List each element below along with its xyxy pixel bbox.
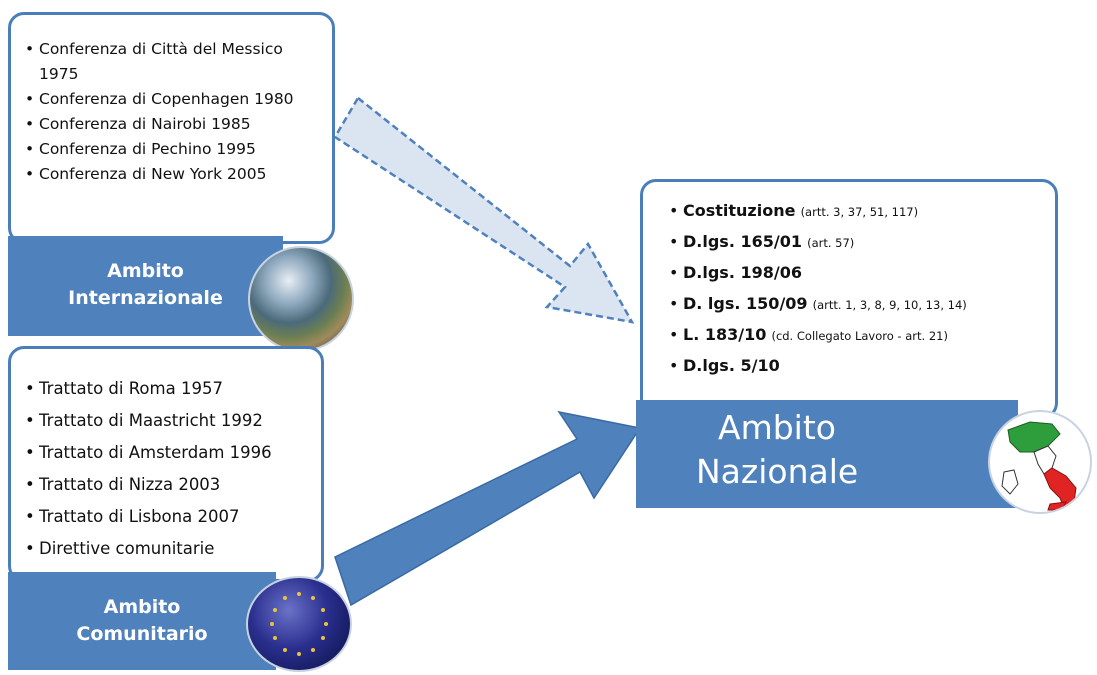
law-name: D.lgs. 5/10: [683, 356, 780, 375]
list-item: Conferenza di Città del Messico 1975: [25, 37, 326, 87]
comunitario-box: Trattato di Roma 1957 Trattato di Maastr…: [8, 346, 324, 582]
internazionale-label-line1: Ambito: [107, 260, 184, 282]
law-note: (artt. 3, 37, 51, 117): [800, 205, 919, 219]
italy-map-icon: [988, 410, 1092, 514]
europe-globe-icon: [246, 576, 352, 672]
nazionale-label: Ambito Nazionale: [636, 400, 1018, 508]
list-item: Conferenza di Nairobi 1985: [25, 112, 326, 137]
list-item: Conferenza di Copenhagen 1980: [25, 87, 326, 112]
list-item: D.lgs. 5/10: [669, 351, 1049, 382]
law-name: Costituzione: [683, 201, 796, 220]
list-item: Trattato di Roma 1957: [25, 373, 315, 405]
list-item: Trattato di Nizza 2003: [25, 469, 315, 501]
list-item: D. lgs. 150/09 (artt. 1, 3, 8, 9, 10, 13…: [669, 289, 1049, 320]
nazionale-box: Costituzione (artt. 3, 37, 51, 117) D.lg…: [640, 179, 1058, 419]
nazionale-label-line2: Nazionale: [696, 452, 859, 491]
eu-stars-icon: [270, 592, 328, 656]
law-note: (cd. Collegato Lavoro - art. 21): [771, 329, 948, 343]
list-item: Costituzione (artt. 3, 37, 51, 117): [669, 196, 1049, 227]
list-item: Trattato di Lisbona 2007: [25, 501, 315, 533]
internazionale-label: Ambito Internazionale: [8, 236, 283, 336]
list-item: Conferenza di Pechino 1995: [25, 137, 326, 162]
list-item: L. 183/10 (cd. Collegato Lavoro - art. 2…: [669, 320, 1049, 351]
internazionale-list: Conferenza di Città del Messico 1975 Con…: [11, 15, 332, 187]
list-item: Conferenza di New York 2005: [25, 162, 326, 187]
law-name: D.lgs. 165/01: [683, 232, 802, 251]
nazionale-label-line1: Ambito: [718, 408, 836, 447]
list-item: D.lgs. 198/06: [669, 258, 1049, 289]
law-name: D. lgs. 150/09: [683, 294, 808, 313]
law-name: D.lgs. 198/06: [683, 263, 802, 282]
italy-regions-icon: [1001, 421, 1077, 511]
list-item: Direttive comunitarie: [25, 533, 315, 565]
list-item: D.lgs. 165/01 (art. 57): [669, 227, 1049, 258]
list-item: Trattato di Maastricht 1992: [25, 405, 315, 437]
comunitario-label: Ambito Comunitario: [8, 572, 276, 670]
law-note: (art. 57): [807, 236, 855, 250]
earth-globe-icon: [248, 246, 354, 352]
comunitario-list: Trattato di Roma 1957 Trattato di Maastr…: [11, 349, 321, 565]
list-item: Trattato di Amsterdam 1996: [25, 437, 315, 469]
internazionale-box: Conferenza di Città del Messico 1975 Con…: [8, 12, 335, 244]
comunitario-label-line1: Ambito: [103, 596, 181, 618]
nazionale-list: Costituzione (artt. 3, 37, 51, 117) D.lg…: [643, 182, 1055, 382]
law-note: (artt. 1, 3, 8, 9, 10, 13, 14): [812, 298, 967, 312]
comunitario-label-line2: Comunitario: [76, 623, 208, 645]
internazionale-label-line2: Internazionale: [68, 287, 223, 309]
law-name: L. 183/10: [683, 325, 767, 344]
